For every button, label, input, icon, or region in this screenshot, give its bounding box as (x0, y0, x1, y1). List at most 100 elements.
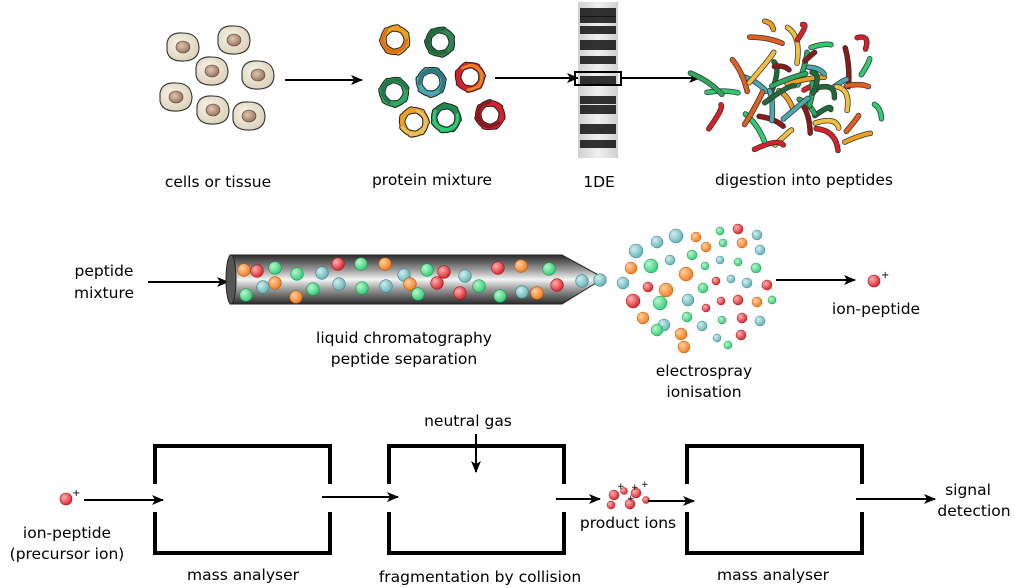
signal-label-line1: signal (945, 481, 991, 499)
spray-droplet (751, 229, 763, 241)
gel-band (580, 105, 616, 114)
spray-droplet (726, 274, 736, 284)
cell (166, 32, 200, 62)
peptide-fragment (761, 18, 777, 33)
peptide-fragment (812, 117, 842, 131)
spray-droplet (736, 237, 748, 249)
neutral-gas-label: neutral gas (424, 412, 512, 430)
lc-bead (458, 269, 472, 283)
peptide-fragment (813, 125, 841, 154)
gel-band (580, 140, 616, 148)
peptide-fragment (729, 56, 750, 95)
cell (217, 25, 251, 55)
spray-droplet (700, 241, 712, 253)
spray-droplet (732, 223, 744, 235)
lc-bead (491, 261, 505, 275)
lc-bead (514, 259, 528, 273)
digest-label: digestion into peptides (715, 171, 893, 189)
product-ions-cluster: ++++ (606, 480, 650, 510)
ion-peptide-sphere (867, 274, 881, 288)
protein-globule (378, 76, 410, 108)
precursor-label-line2: (precursor ion) (10, 545, 125, 563)
lc-bead (530, 286, 544, 300)
gel-band (580, 16, 616, 23)
spray-droplet (701, 303, 711, 313)
spray-droplet (750, 262, 762, 274)
product-ion (624, 498, 636, 510)
lc-beads (237, 257, 607, 304)
lc-bead (550, 278, 564, 292)
spray-droplet (690, 231, 702, 243)
peptide-fragment (687, 70, 725, 98)
esi-label-line2: ionisation (666, 383, 741, 401)
spray-droplet (718, 238, 728, 248)
lc-bead (331, 257, 345, 271)
electrospray-cloud (616, 223, 777, 354)
cell (196, 95, 230, 125)
ion-peptide-charge: + (881, 270, 889, 281)
lc-bead (420, 263, 434, 277)
spray-droplet (741, 277, 753, 289)
peptide-fragment (815, 83, 838, 101)
protein-globule (430, 102, 462, 134)
spray-droplet (697, 282, 709, 294)
lc-bead (493, 289, 507, 303)
peptide-fragment (802, 49, 818, 64)
spray-droplet (636, 311, 650, 325)
peptide-fragment (800, 103, 813, 136)
spray-droplet (700, 261, 710, 271)
lc-bead (306, 282, 320, 296)
spray-droplet (664, 254, 676, 266)
spray-droplet (681, 311, 693, 323)
mass-analyser-2-label: mass analyser (717, 566, 830, 584)
spray-droplet (736, 312, 748, 324)
protein-globule (415, 66, 447, 98)
peptide-mixture-label-line1: peptide (75, 262, 134, 280)
spray-droplet (678, 266, 694, 282)
lc-bead (575, 274, 589, 288)
lc-bead (250, 264, 264, 278)
peptide-fragment (751, 139, 786, 153)
spray-droplet (711, 276, 721, 286)
protein-globule (474, 99, 506, 131)
protein-globule (424, 26, 456, 58)
spray-droplet (677, 340, 691, 354)
spray-droplet (686, 249, 698, 261)
lc-bead (430, 276, 444, 290)
lc-bead (515, 285, 529, 299)
lc-bead (256, 280, 270, 294)
spray-droplet (616, 276, 630, 290)
precursor-charge: + (72, 488, 80, 499)
peptide-fragment (771, 63, 792, 73)
lc-bead (289, 290, 303, 304)
gel-band (580, 26, 616, 34)
product-ion (606, 500, 616, 510)
peptide-fragment (808, 41, 834, 51)
spray-droplet (650, 235, 664, 249)
peptide-fragment (841, 130, 874, 145)
peptide-fragment (766, 87, 776, 124)
peptide-fragment (794, 21, 808, 43)
gel-band (580, 76, 616, 85)
lc-bead (472, 279, 486, 293)
cell (232, 101, 266, 131)
gel-band (580, 124, 616, 134)
spray-droplet (658, 282, 674, 298)
peptide-fragment (746, 34, 785, 47)
protein-globule (454, 61, 486, 93)
peptide-mixture-label-line2: mixture (74, 284, 134, 302)
cells-label: cells or tissue (165, 173, 271, 191)
spray-droplet (716, 296, 726, 306)
spray-droplet (650, 323, 664, 337)
gel-label: 1DE (583, 173, 615, 191)
gel-band (580, 8, 616, 17)
lc-bead (315, 266, 329, 280)
spray-droplet (625, 293, 641, 309)
peptide-fragment (871, 101, 885, 122)
spray-droplet (754, 244, 766, 256)
spray-droplet (735, 329, 747, 341)
lc-bead (437, 265, 451, 279)
peptide-fragment (843, 81, 872, 90)
lc-bead (411, 287, 425, 301)
